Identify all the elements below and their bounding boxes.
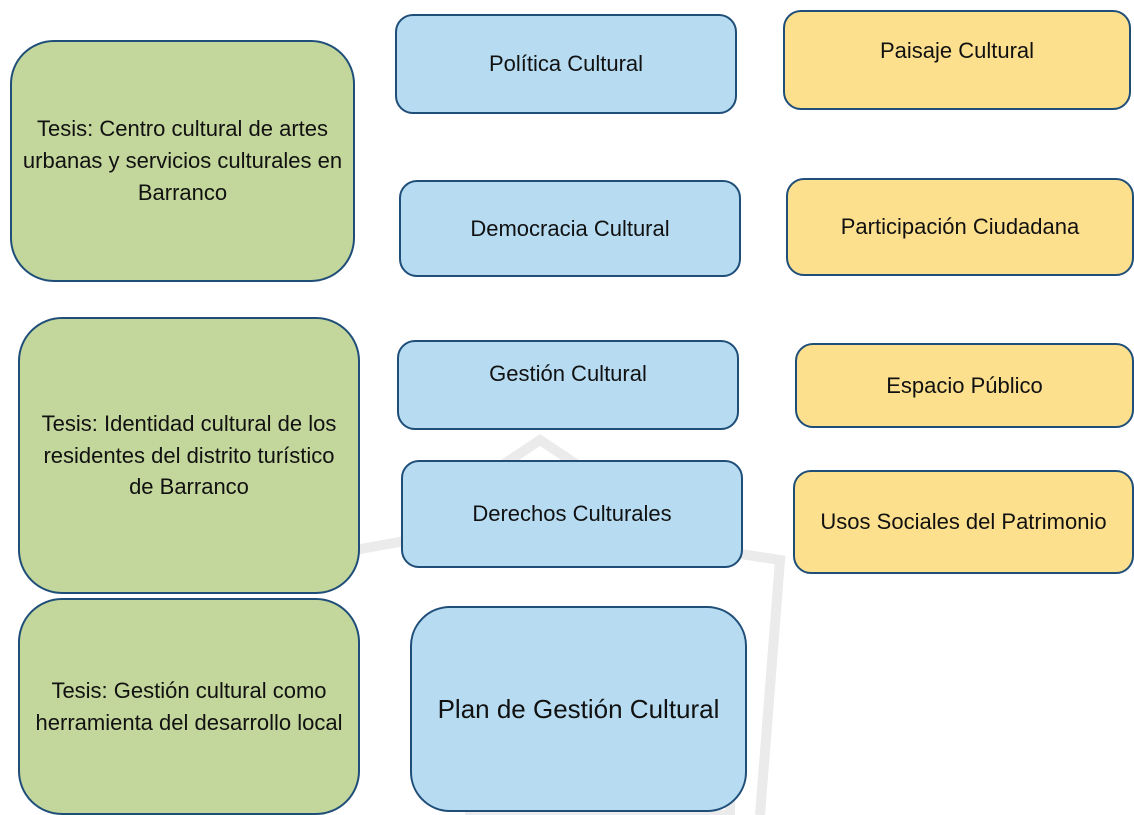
topic-box-paisaje-cultural: Paisaje Cultural xyxy=(783,10,1131,110)
thesis-label-1: Tesis: Centro cultural de artes urbanas … xyxy=(22,116,343,205)
topic-label-espacio-publico: Espacio Público xyxy=(886,372,1043,398)
concept-label-plan-gestion-cultural: Plan de Gestión Cultural xyxy=(437,693,720,724)
topic-label-paisaje-cultural: Paisaje Cultural xyxy=(879,38,1035,63)
topic-box-usos-sociales-patrimonio: Usos Sociales del Patrimonio xyxy=(793,470,1134,574)
concept-box-plan-gestion-cultural: Plan de Gestión Cultural xyxy=(410,606,747,812)
thesis-label-3: Tesis: Gestión cultural como herramienta… xyxy=(35,677,343,735)
thesis-box-3: Tesis: Gestión cultural como herramienta… xyxy=(18,598,360,815)
topic-label-usos-sociales-patrimonio: Usos Sociales del Patrimonio xyxy=(820,509,1107,535)
thesis-box-2: Tesis: Identidad cultural de los residen… xyxy=(18,317,360,594)
topic-label-participacion-ciudadana: Participación Ciudadana xyxy=(840,214,1080,240)
concept-label-gestion-cultural: Gestión Cultural xyxy=(489,361,647,386)
topic-box-participacion-ciudadana: Participación Ciudadana xyxy=(786,178,1134,276)
concept-box-politica-cultural: Política Cultural xyxy=(395,14,737,114)
concept-label-democracia-cultural: Democracia Cultural xyxy=(470,215,670,241)
concept-label-derechos-culturales: Derechos Culturales xyxy=(472,501,672,527)
topic-box-espacio-publico: Espacio Público xyxy=(795,343,1134,428)
concept-box-gestion-cultural: Gestión Cultural xyxy=(397,340,739,430)
concept-label-politica-cultural: Política Cultural xyxy=(488,51,644,77)
thesis-box-1: Tesis: Centro cultural de artes urbanas … xyxy=(10,40,355,282)
concept-box-democracia-cultural: Democracia Cultural xyxy=(399,180,741,277)
concept-box-derechos-culturales: Derechos Culturales xyxy=(401,460,743,568)
thesis-label-2: Tesis: Identidad cultural de los residen… xyxy=(41,410,337,500)
